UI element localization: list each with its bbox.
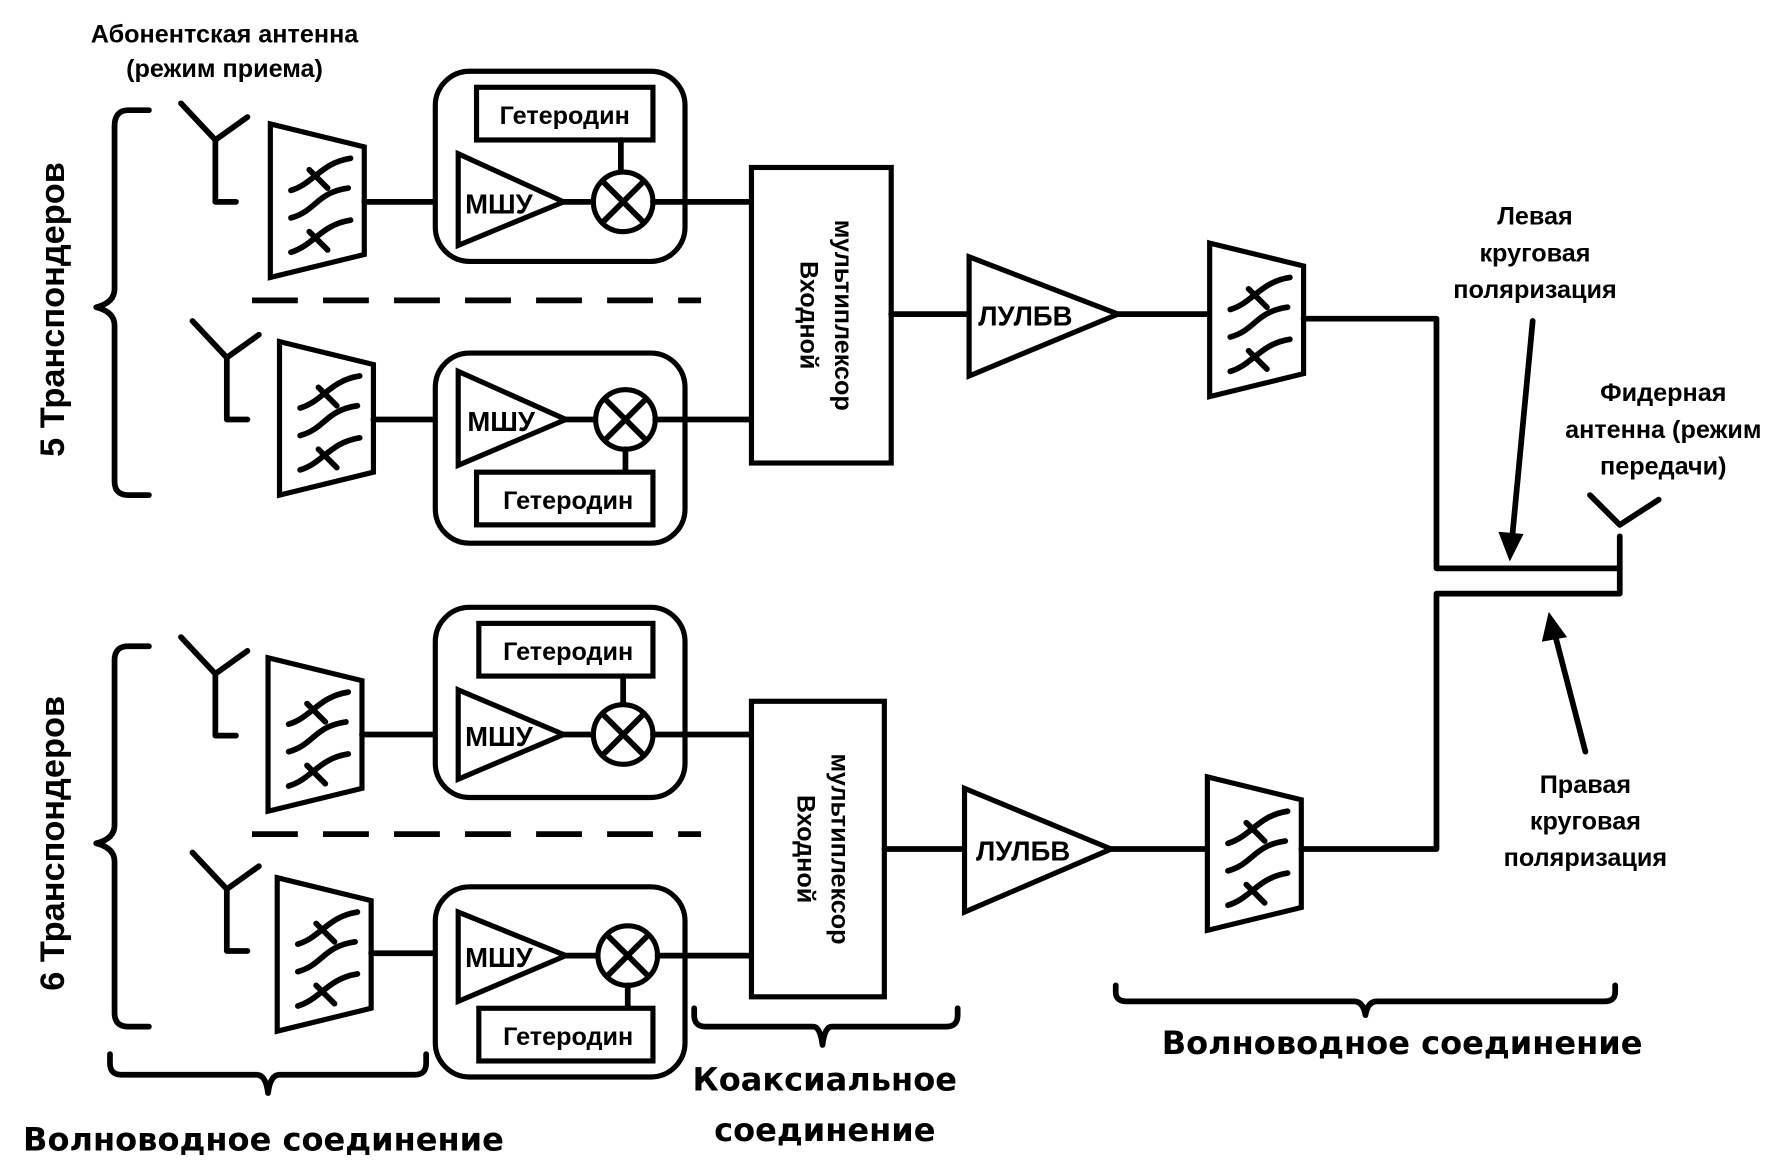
svg-text:круговая: круговая xyxy=(1479,239,1590,267)
receive-chain-1: Гетеродин МШУ xyxy=(181,68,755,277)
svg-text:мультиплексор: мультиплексор xyxy=(826,754,854,945)
group-brace-bottom xyxy=(93,643,152,1030)
mixer-icon xyxy=(598,926,658,986)
svg-text:Входной: Входной xyxy=(795,261,823,369)
filter-icon xyxy=(270,124,364,277)
input-multiplexer-label-bottom: Входной мультиплексор xyxy=(791,754,853,945)
filter-icon xyxy=(280,342,374,495)
waveguide-left-label: Волноводное соединение xyxy=(23,1120,504,1158)
antenna-icon xyxy=(192,852,258,951)
input-multiplexer-top xyxy=(748,164,894,466)
mixer-icon xyxy=(596,390,656,450)
antenna-icon xyxy=(181,103,247,202)
filter-icon xyxy=(1207,777,1301,930)
svg-text:передачи): передачи) xyxy=(1600,452,1726,480)
antenna-icon xyxy=(192,321,258,420)
feeder-antenna-label: Фидерная антенна (режим передачи) xyxy=(1565,379,1761,480)
local-oscillator-box xyxy=(473,469,656,528)
svg-text:(режим приема): (режим приема) xyxy=(126,55,323,83)
twta-label-bottom: ЛУЛБВ xyxy=(976,836,1070,867)
receive-chain-4: МШУ Гетеродин xyxy=(192,852,755,1080)
twta-amplifier-bottom xyxy=(961,784,1118,916)
local-oscillator-label: Гетеродин xyxy=(503,487,633,515)
svg-text:антенна (режим: антенна (режим xyxy=(1565,416,1761,444)
local-oscillator-label: Гетеродин xyxy=(503,638,633,666)
local-oscillator-box xyxy=(473,84,656,143)
receive-chain-2: МШУ Гетеродин xyxy=(192,321,755,546)
antenna-icon xyxy=(181,637,247,736)
input-multiplexer-label-top: Входной мультиплексор xyxy=(795,220,857,411)
brace-waveguide-left xyxy=(107,1051,429,1096)
local-oscillator-box xyxy=(476,1005,656,1064)
filter-icon xyxy=(277,878,371,1031)
arrow-icon xyxy=(1498,318,1536,562)
group-label-top: 5 Транспондеров xyxy=(34,162,72,457)
svg-text:Абонентская антенна: Абонентская антенна xyxy=(91,21,360,49)
svg-text:круговая: круговая xyxy=(1530,808,1641,836)
right-polarization-label: Правая круговая поляризация xyxy=(1504,771,1667,872)
group-label-bottom: 6 Транспондеров xyxy=(34,696,72,991)
svg-text:Правая: Правая xyxy=(1540,771,1631,799)
lna-amplifier xyxy=(455,685,571,784)
receive-chain-3: Гетеродин МШУ xyxy=(181,604,755,811)
lna-label: МШУ xyxy=(465,188,534,219)
filter-icon xyxy=(268,658,362,811)
arrow-icon xyxy=(1541,611,1589,755)
input-multiplexer-bottom xyxy=(748,698,887,1000)
brace-coaxial xyxy=(691,1005,961,1048)
twta-amplifier-top xyxy=(966,253,1125,380)
twta-label-top: ЛУЛБВ xyxy=(978,301,1072,332)
waveguide-right-label: Волноводное соединение xyxy=(1162,1024,1643,1062)
feeder-antenna-icon xyxy=(1587,492,1662,528)
svg-text:поляризация: поляризация xyxy=(1504,844,1667,872)
coaxial-label: Коаксиальное соединение xyxy=(693,1061,957,1149)
left-polarization-label: Левая круговая поляризация xyxy=(1453,203,1616,304)
brace-waveguide-right xyxy=(1112,982,1619,1019)
waveguide-left-polarization xyxy=(1300,315,1623,572)
mixer-icon xyxy=(593,172,653,232)
svg-text:мультиплексор: мультиплексор xyxy=(829,220,857,411)
svg-text:Входной: Входной xyxy=(791,795,819,903)
group-brace-top xyxy=(93,107,152,498)
filter-icon xyxy=(1210,243,1304,396)
svg-text:соединение: соединение xyxy=(714,1111,935,1149)
local-oscillator-label: Гетеродин xyxy=(503,1023,633,1051)
lna-amplifier xyxy=(455,367,573,470)
waveguide-right-polarization xyxy=(1298,533,1623,852)
mixer-icon xyxy=(593,705,653,765)
lna-label: МШУ xyxy=(465,942,534,973)
lna-label: МШУ xyxy=(467,406,536,437)
svg-text:Фидерная: Фидерная xyxy=(1600,379,1726,407)
svg-text:Коаксиальное: Коаксиальное xyxy=(693,1061,957,1099)
lna-amplifier xyxy=(455,149,571,250)
svg-text:Левая: Левая xyxy=(1497,203,1573,231)
lna-amplifier xyxy=(455,908,573,1006)
local-oscillator-label: Гетеродин xyxy=(500,102,630,130)
local-oscillator-box xyxy=(476,620,656,679)
lna-label: МШУ xyxy=(465,721,534,752)
svg-text:поляризация: поляризация xyxy=(1453,276,1616,304)
subscriber-antenna-label: Абонентская антенна (режим приема) xyxy=(91,21,360,83)
